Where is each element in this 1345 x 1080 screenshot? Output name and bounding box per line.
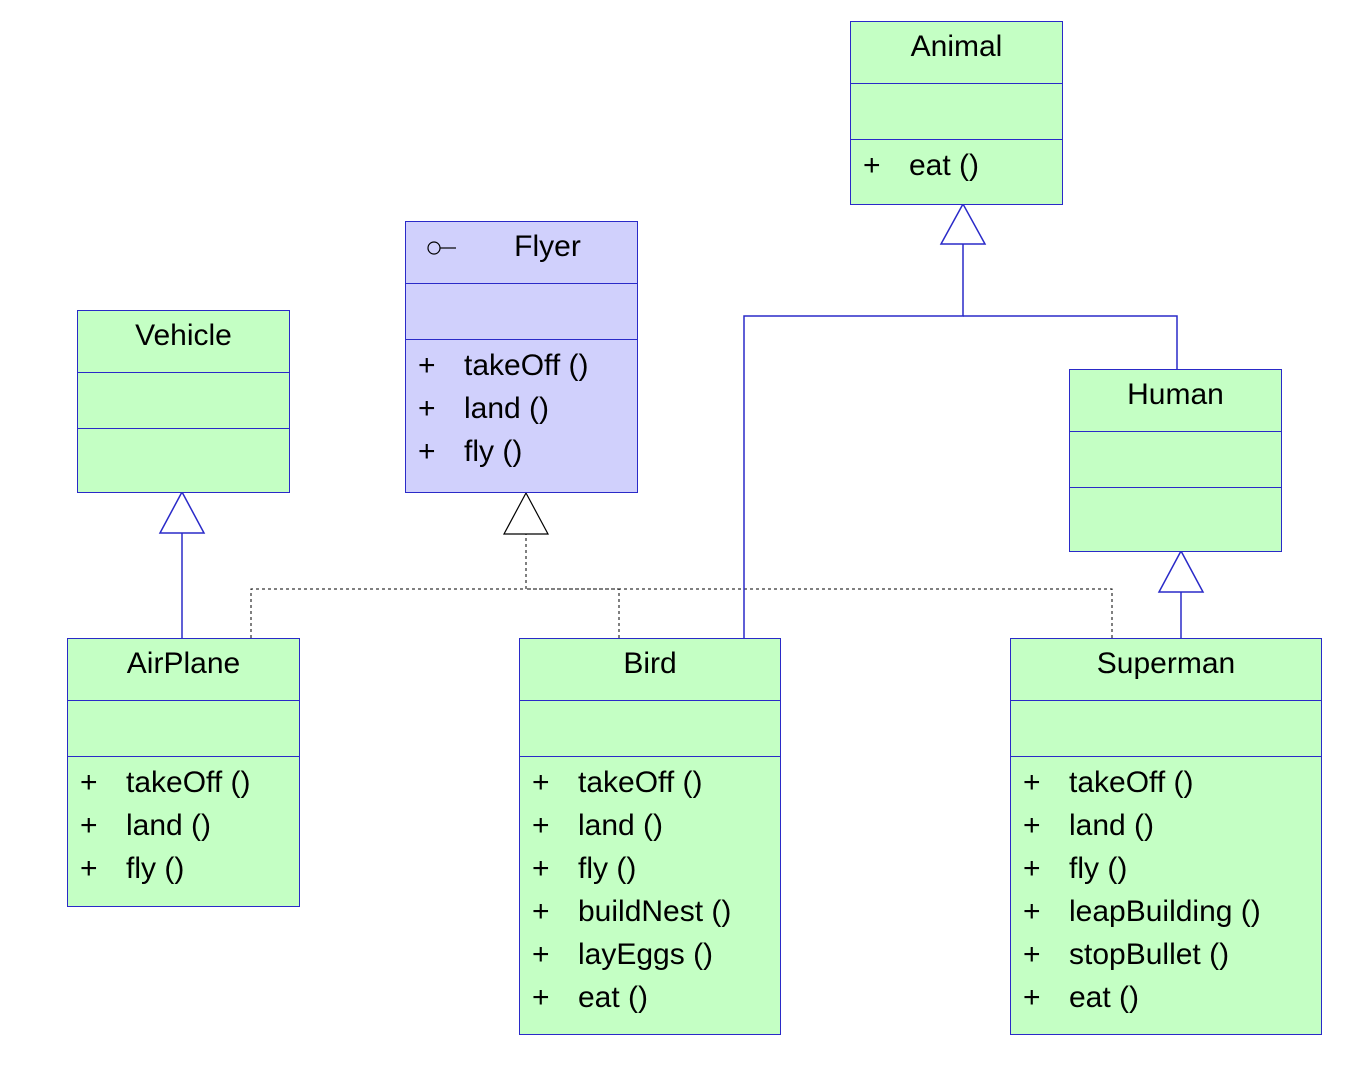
operation-visibility: +	[532, 766, 550, 799]
generalization-arrowhead-human	[1157, 549, 1205, 593]
operations-vehicle	[78, 428, 289, 435]
operation-row[interactable]: + takeOff ()	[520, 763, 780, 806]
operation-row[interactable]: + eat ()	[851, 146, 1062, 189]
operation-row[interactable]: + layEggs ()	[520, 935, 780, 978]
operation-visibility: +	[418, 435, 436, 468]
class-name-flyer: Flyer	[514, 230, 581, 263]
class-name-vehicle: Vehicle	[135, 319, 232, 352]
realization-line-superman-flyer	[526, 588, 1113, 638]
interface-lollipop-icon	[427, 241, 456, 255]
class-name-animal: Animal	[910, 30, 1003, 63]
operation-row[interactable]: + leapBuilding ()	[1011, 892, 1321, 935]
operation-name: land ()	[126, 809, 212, 842]
operation-row[interactable]: + land ()	[68, 806, 299, 849]
operation-name: fly ()	[1069, 852, 1128, 885]
attributes-flyer	[406, 283, 637, 339]
class-superman[interactable]: Superman + takeOff () + land () + fly () + leap…	[1010, 638, 1322, 1035]
operation-visibility: +	[532, 981, 550, 1014]
operation-name: fly ()	[578, 852, 637, 885]
operation-row[interactable]: + fly ()	[406, 432, 637, 475]
operation-name: eat ()	[1069, 981, 1140, 1014]
operation-name: takeOff ()	[1069, 766, 1194, 799]
operation-row[interactable]: + takeOff ()	[1011, 763, 1321, 806]
generalization-arrowhead-vehicle	[158, 490, 206, 534]
operation-visibility: +	[418, 392, 436, 425]
class-human[interactable]: Human	[1069, 369, 1282, 552]
attributes-human	[1070, 431, 1281, 487]
operation-visibility: +	[1023, 895, 1041, 928]
operation-name: land ()	[1069, 809, 1155, 842]
operation-name: buildNest ()	[578, 895, 732, 928]
operation-name: stopBullet ()	[1069, 938, 1230, 971]
class-vehicle[interactable]: Vehicle	[77, 310, 290, 493]
operation-visibility: +	[532, 852, 550, 885]
operation-visibility: +	[532, 938, 550, 971]
attributes-superman	[1011, 700, 1321, 756]
operation-visibility: +	[1023, 766, 1041, 799]
operation-visibility: +	[80, 852, 98, 885]
operation-visibility: +	[532, 809, 550, 842]
operation-visibility: +	[532, 895, 550, 928]
operation-row[interactable]: + eat ()	[1011, 978, 1321, 1021]
class-name-flyer-header: Flyer	[406, 222, 637, 283]
operations-human	[1070, 487, 1281, 494]
operations-airplane: + takeOff () + land () + fly ()	[68, 756, 299, 892]
operations-animal: + eat ()	[851, 139, 1062, 189]
operations-bird: +takeOff ()+land ()+fly ()+buildNest ()+…	[520, 756, 780, 1021]
operation-visibility: +	[1023, 809, 1041, 842]
operation-row[interactable]: + land ()	[1011, 806, 1321, 849]
operation-name: takeOff ()	[578, 766, 703, 799]
attributes-bird	[520, 700, 780, 756]
operation-row[interactable]: + eat ()	[520, 978, 780, 1021]
operation-name: fly ()	[126, 852, 185, 885]
operation-visibility: +	[1023, 938, 1041, 971]
operation-row[interactable]: + fly ()	[68, 849, 299, 892]
operation-visibility: +	[1023, 852, 1041, 885]
class-name-superman: Superman	[1096, 647, 1236, 680]
generalization-arrowhead-animal	[939, 202, 987, 245]
operation-visibility: +	[418, 349, 436, 382]
operation-row[interactable]: + fly ()	[520, 849, 780, 892]
operation-row[interactable]: + land ()	[406, 389, 637, 432]
operation-name: layEggs ()	[578, 938, 714, 971]
class-airplane[interactable]: AirPlane + takeOff () + land () + fly ()	[67, 638, 300, 907]
operation-row[interactable]: + fly ()	[1011, 849, 1321, 892]
operations-superman: + takeOff () + land () + fly () + leapBuilding …	[1011, 756, 1321, 1021]
realization-arrowhead-flyer	[502, 491, 550, 535]
operation-row[interactable]: + buildNest ()	[520, 892, 780, 935]
operation-visibility: +	[1023, 981, 1041, 1014]
class-animal[interactable]: Animal + eat ()	[850, 21, 1063, 205]
operation-visibility: +	[80, 766, 98, 799]
attributes-animal	[851, 83, 1062, 139]
generalization-line-human-animal	[963, 315, 1178, 369]
operation-row[interactable]: + land ()	[520, 806, 780, 849]
class-name-airplane: AirPlane	[126, 647, 241, 680]
operation-name: fly ()	[464, 435, 523, 468]
operation-name: land ()	[464, 392, 550, 425]
operations-flyer: + takeOff () + land () + fly ()	[406, 339, 637, 475]
operation-name: land ()	[578, 809, 664, 842]
operation-row[interactable]: + takeOff ()	[68, 763, 299, 806]
operation-row[interactable]: + stopBullet ()	[1011, 935, 1321, 978]
generalization-line-bird-animal	[743, 244, 964, 638]
interface-flyer[interactable]: Flyer + takeOff () + land () + fly ()	[405, 221, 638, 493]
class-name-human: Human	[1127, 378, 1224, 411]
class-bird[interactable]: Bird + takeOff () + land () + fly () + buildNes…	[519, 638, 781, 1035]
attributes-vehicle	[78, 372, 289, 428]
operation-name: leapBuilding ()	[1069, 895, 1261, 928]
operation-name: takeOff ()	[126, 766, 251, 799]
class-name-bird: Bird	[623, 647, 677, 680]
realization-line-airplane-flyer	[250, 534, 527, 638]
operation-name: takeOff ()	[464, 349, 589, 382]
realization-line-bird-flyer	[526, 588, 620, 638]
attributes-airplane	[68, 700, 299, 756]
operation-visibility: +	[863, 149, 881, 182]
operation-row[interactable]: + takeOff ()	[406, 346, 637, 389]
operation-visibility: +	[80, 809, 98, 842]
operation-name: eat ()	[909, 149, 980, 182]
operation-name: eat ()	[578, 981, 649, 1014]
